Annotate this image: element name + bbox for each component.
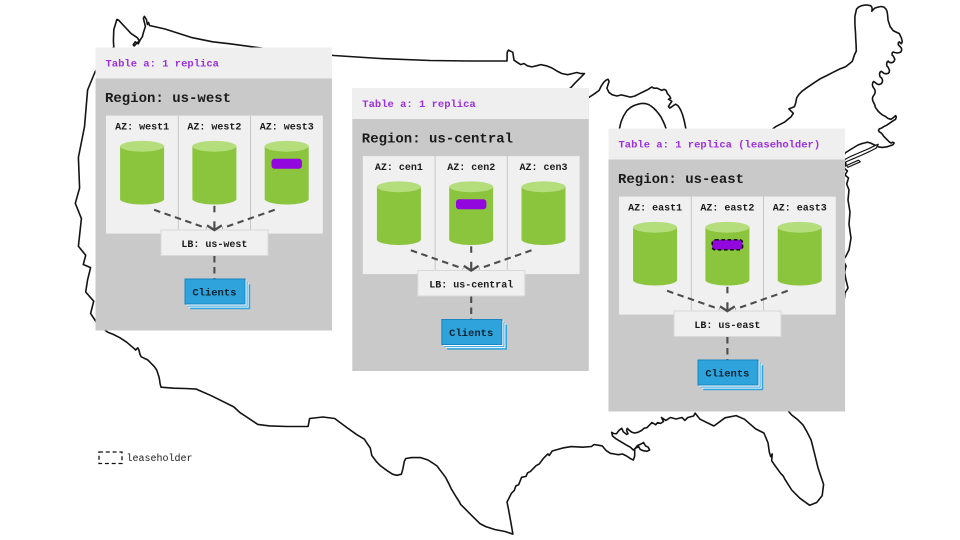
svg-text:Table a: 1 replica: Table a: 1 replica — [106, 59, 220, 71]
svg-text:LB: us-west: LB: us-west — [181, 240, 247, 251]
svg-text:Region: us-west: Region: us-west — [105, 91, 231, 107]
svg-text:AZ: west1: AZ: west1 — [115, 123, 169, 134]
svg-text:AZ: west2: AZ: west2 — [187, 123, 241, 134]
svg-text:AZ: east2: AZ: east2 — [700, 204, 754, 215]
svg-text:AZ: west3: AZ: west3 — [260, 123, 314, 134]
svg-text:Region: us-east: Region: us-east — [618, 172, 744, 188]
svg-text:Table a: 1 replica (leaseholde: Table a: 1 replica (leaseholder) — [619, 140, 821, 152]
svg-text:AZ: cen3: AZ: cen3 — [519, 163, 567, 174]
svg-text:LB: us-east: LB: us-east — [694, 321, 760, 332]
svg-text:LB: us-central: LB: us-central — [429, 280, 513, 292]
svg-text:Clients: Clients — [449, 328, 493, 340]
svg-text:Table a: 1 replica: Table a: 1 replica — [362, 99, 476, 111]
svg-text:AZ: east1: AZ: east1 — [628, 204, 682, 215]
svg-text:Clients: Clients — [705, 368, 749, 380]
svg-text:Region: us-central: Region: us-central — [362, 132, 513, 148]
svg-text:Clients: Clients — [192, 287, 236, 299]
svg-text:AZ: cen1: AZ: cen1 — [375, 163, 423, 174]
svg-text:AZ: east3: AZ: east3 — [773, 204, 827, 215]
svg-text:AZ: cen2: AZ: cen2 — [447, 163, 495, 174]
svg-text:leaseholder: leaseholder — [127, 453, 193, 465]
